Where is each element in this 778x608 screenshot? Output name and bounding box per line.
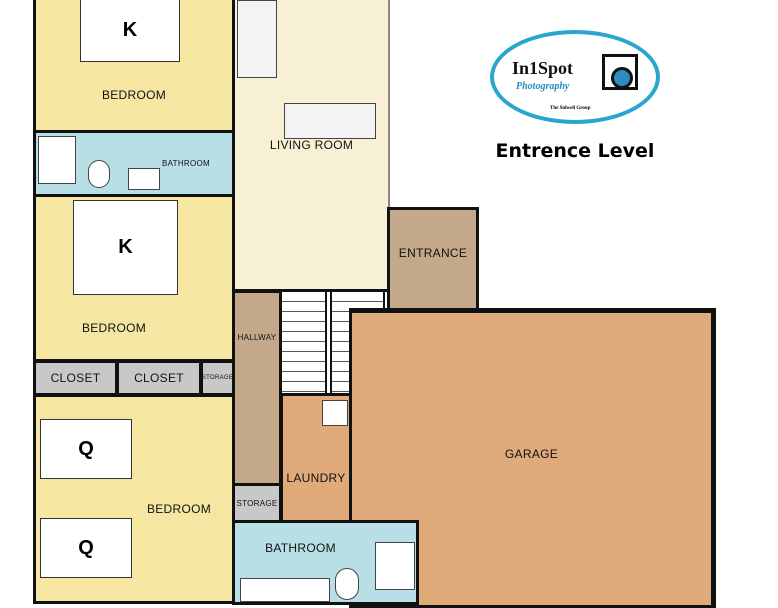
- utility-sink-icon: [322, 400, 348, 426]
- room-label: ENTRANCE: [398, 246, 468, 260]
- room-label: BATHROOM: [161, 159, 210, 168]
- bed-king-mid: K: [73, 200, 178, 295]
- sink-icon: [240, 578, 330, 602]
- room-label: HALLWAY: [237, 333, 277, 342]
- closet-1: CLOSET: [33, 360, 118, 396]
- sink-icon: [128, 168, 160, 190]
- company-logo: In1Spot Photography The Sidwell Group: [490, 30, 660, 124]
- closet-2: CLOSET: [116, 360, 202, 396]
- bed-king-top: K: [80, 0, 180, 62]
- room-hallway: HALLWAY: [232, 290, 282, 486]
- room-living: LIVING ROOM: [232, 0, 390, 292]
- bed-size-label: K: [118, 236, 133, 258]
- eye-icon: [602, 54, 638, 90]
- room-label: GARAGE: [504, 447, 559, 461]
- logo-brand: In1Spot: [512, 58, 574, 78]
- shower-icon: [38, 136, 76, 184]
- room-label: BATHROOM: [265, 541, 336, 555]
- bed-queen-2: Q: [40, 518, 132, 578]
- storage-1: STORAGE: [200, 360, 235, 396]
- logo-subtitle: Photography: [516, 81, 570, 92]
- room-label: STORAGE: [201, 375, 234, 381]
- storage-2: STORAGE: [232, 483, 282, 523]
- page-title: Entrence Level: [495, 140, 655, 162]
- bed-queen-1: Q: [40, 419, 132, 479]
- toilet-icon: [335, 568, 359, 600]
- shower-icon: [375, 542, 415, 590]
- bed-size-label: Q: [78, 536, 94, 559]
- room-label: CLOSET: [50, 371, 101, 385]
- bed-size-label: Q: [78, 437, 94, 460]
- staircase-left: [280, 290, 327, 395]
- room-label: LAUNDRY: [286, 471, 346, 485]
- sofa-icon: [284, 103, 376, 139]
- room-entrance: ENTRANCE: [387, 207, 479, 312]
- bed-size-label: K: [122, 18, 138, 41]
- room-label: CLOSET: [134, 371, 184, 385]
- sofa-icon: [237, 0, 277, 78]
- logo-group: The Sidwell Group: [550, 106, 591, 111]
- room-label: LIVING ROOM: [269, 137, 354, 152]
- toilet-icon: [88, 160, 110, 188]
- room-label: STORAGE: [236, 498, 278, 508]
